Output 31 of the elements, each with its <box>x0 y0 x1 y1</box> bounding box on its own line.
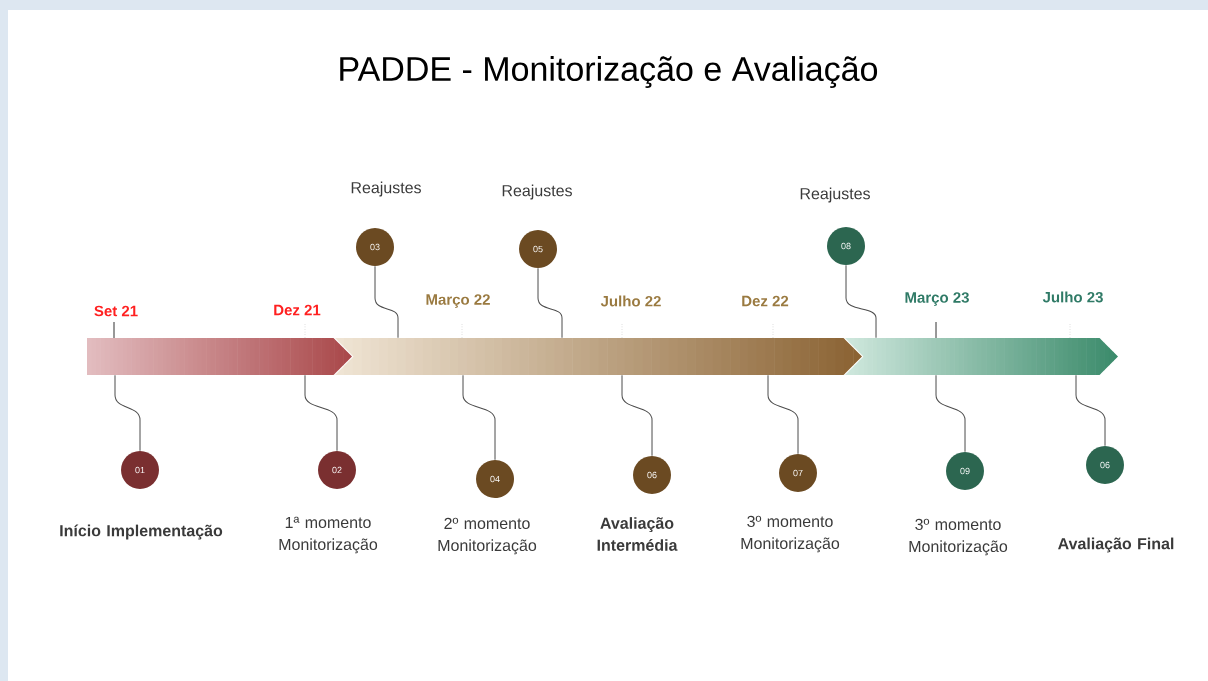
date-label: Set 21 <box>94 305 138 317</box>
timeline-band <box>87 338 352 375</box>
milestone-label: Avaliação Final <box>1058 537 1174 553</box>
milestone-label: 1ª momento Monitorização <box>279 516 378 554</box>
connector-line <box>374 265 399 339</box>
date-label: Julho 23 <box>1042 291 1103 303</box>
title: PADDE - Monitorização e Avaliação <box>340 56 878 88</box>
connector-line <box>621 374 653 457</box>
timeline-band <box>845 338 1118 375</box>
connector-line <box>537 267 563 339</box>
milestone-label: Reajustes <box>800 187 870 203</box>
connector-line <box>767 374 799 455</box>
milestone-label: 3º momento Monitorização <box>741 515 840 553</box>
milestone-label: Início Implementação <box>60 524 223 540</box>
date-label: Dez 21 <box>274 304 321 316</box>
date-label: Julho 22 <box>600 295 661 307</box>
connector-line <box>462 374 496 461</box>
milestone-label: 2º momento Monitorização <box>438 517 537 555</box>
milestone-label: 3º momento Monitorização <box>909 518 1008 556</box>
connector-line <box>845 264 877 339</box>
connector-line <box>1075 374 1106 447</box>
timeline-band <box>335 338 862 375</box>
milestone-label: Reajustes <box>502 184 572 200</box>
date-label: Dez 22 <box>742 295 789 307</box>
date-label: Março 22 <box>426 294 490 308</box>
milestone-label: Avaliação Intermédia <box>597 517 678 551</box>
date-label: Março 23 <box>905 292 969 306</box>
milestone-label: Reajustes <box>351 181 421 197</box>
connector-line <box>114 374 141 452</box>
connector-line <box>935 374 966 453</box>
connector-line <box>304 374 338 452</box>
